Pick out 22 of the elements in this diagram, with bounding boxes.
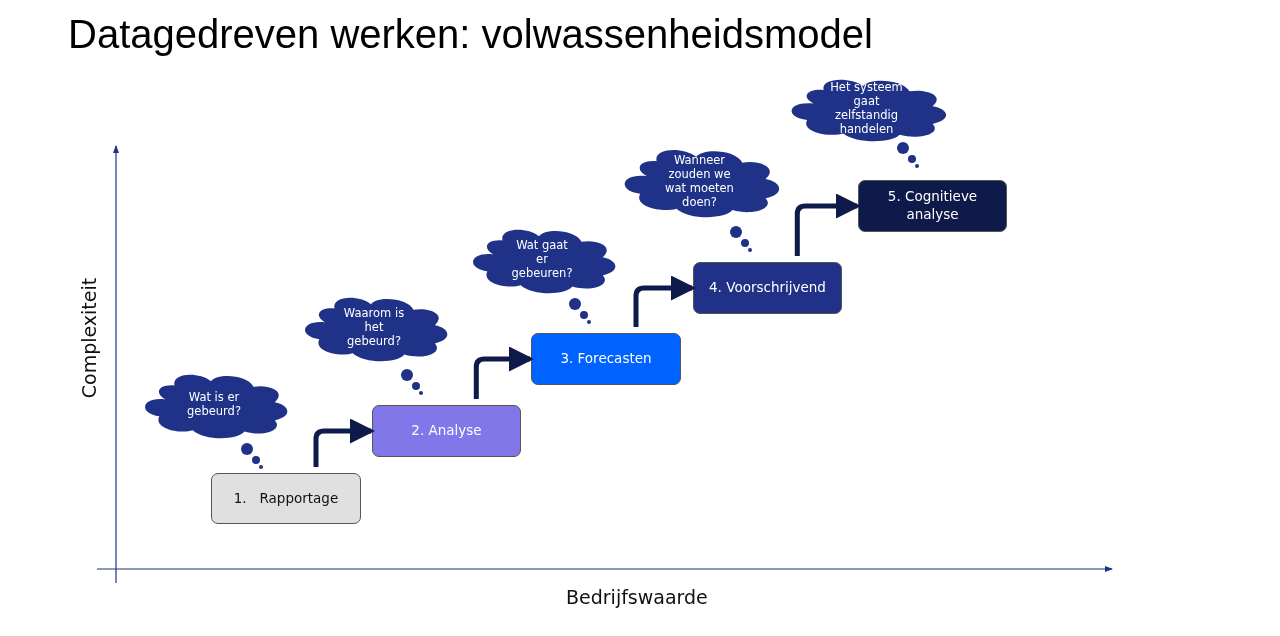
cloud-text: Waarom is het gebeurd? (342, 307, 406, 349)
arrow (313, 418, 375, 467)
cloud-text: Wat is er gebeurd? (186, 391, 242, 419)
step-label: 3. Forecasten (560, 350, 652, 368)
arrow (794, 193, 861, 256)
step-label: 1. Rapportage (233, 489, 339, 508)
step-box (693, 262, 842, 314)
cloud-text: Het systeem gaat zelfstandig handelen (829, 81, 904, 137)
step-box (858, 180, 1007, 232)
arrow (633, 275, 696, 327)
step-label: 2. Analyse (411, 422, 482, 440)
title: Datagedreven werken: volwassenheidsmodel (68, 12, 873, 57)
axis-label: Bedrijfswaarde (566, 586, 708, 608)
step-box (531, 333, 681, 385)
step-label: 5. Cognitieve analyse (886, 188, 979, 224)
step-label: 4. Voorschrijvend (709, 279, 826, 297)
step-box (211, 473, 361, 524)
cloud-text: Wanneer zouden we wat moeten doen? (664, 154, 735, 210)
step-box (372, 405, 521, 457)
axis-label: Complexiteit (77, 277, 100, 399)
cloud-text: Wat gaat er gebeuren? (511, 239, 573, 281)
arrow (473, 346, 534, 399)
